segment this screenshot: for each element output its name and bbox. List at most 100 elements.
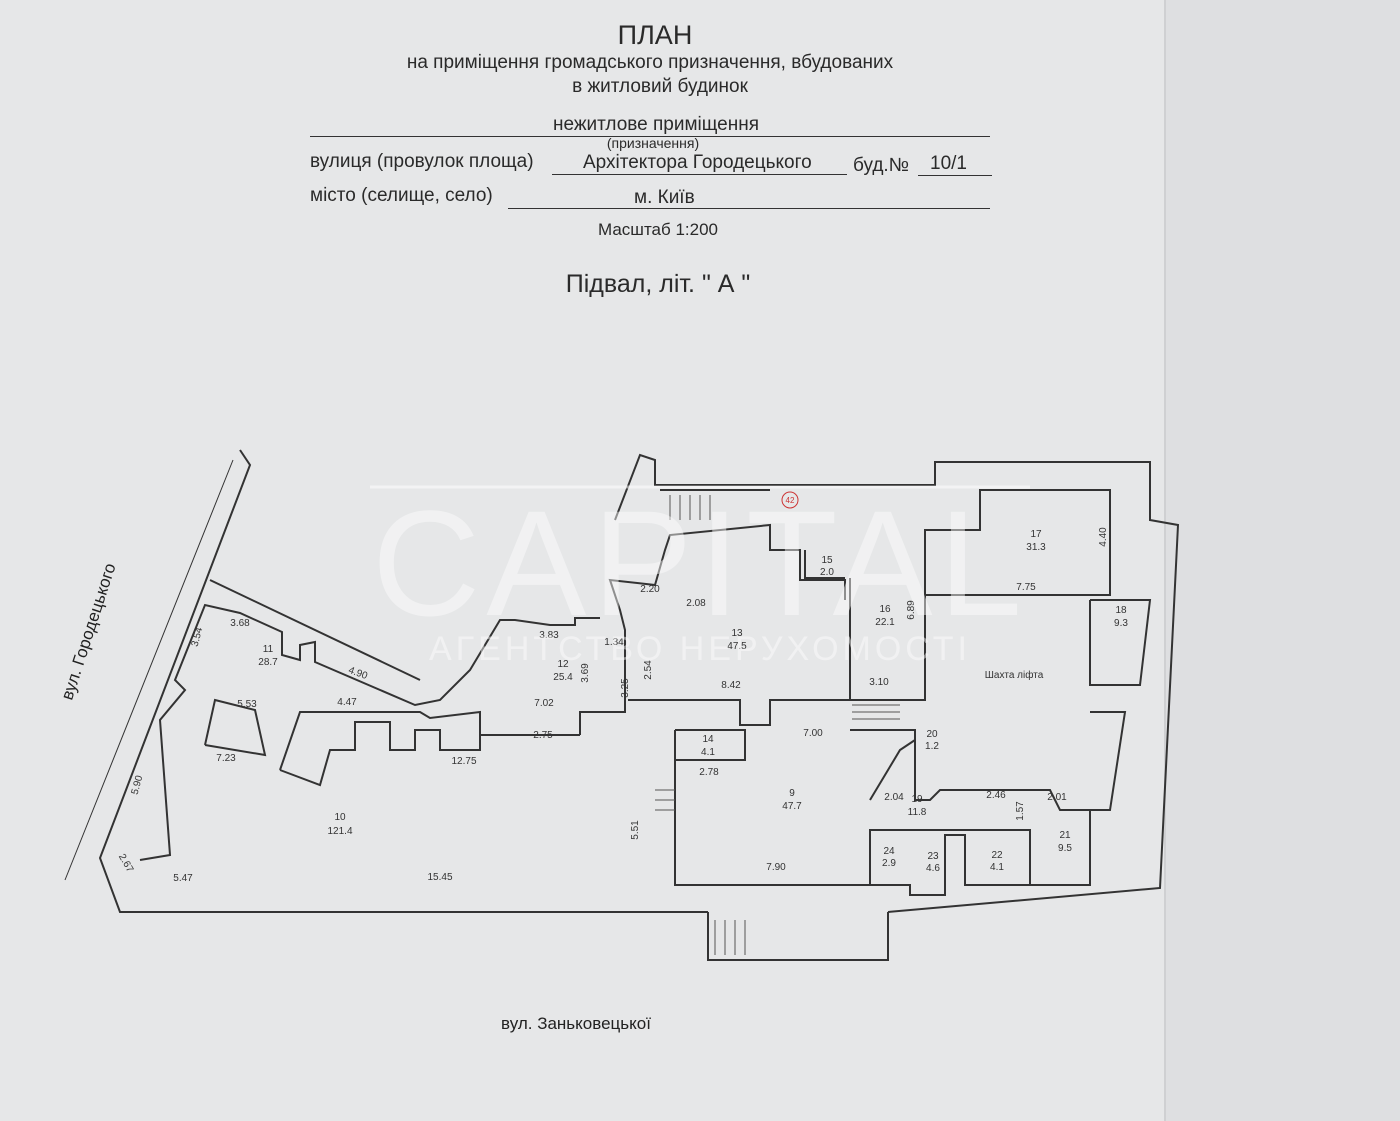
room-16-number: 16	[879, 604, 891, 615]
purpose-value: нежитлове приміщення	[552, 114, 760, 135]
dimension-label: 7.75	[1016, 582, 1036, 593]
city-label: місто (селище, село)	[310, 185, 493, 206]
city-underline	[508, 208, 990, 209]
dimension-label: 4.40	[1098, 527, 1109, 547]
street-label: вулиця (провулок площа)	[310, 151, 534, 172]
stair-treads	[655, 495, 900, 955]
dimension-label: 3.83	[539, 630, 559, 641]
room-15-walls	[804, 550, 845, 579]
dimension-label: 2.46	[986, 790, 1006, 801]
dimension-label: 5.53	[237, 699, 257, 710]
marker-circle	[781, 491, 799, 509]
column-block	[204, 698, 267, 757]
dimension-label: 2.75	[533, 730, 553, 741]
plan-title: ПЛАН	[617, 20, 693, 50]
plan-subtitle-1: на приміщення громадського призначення, …	[406, 52, 894, 73]
room-18-walls	[1089, 599, 1152, 686]
room-23-area: 4.6	[926, 863, 940, 874]
room-11-walls	[139, 603, 600, 861]
room-20-number: 20	[926, 729, 938, 740]
corridor-wall	[209, 579, 421, 681]
room-17-area: 31.3	[1026, 542, 1046, 553]
dimension-label: 3.68	[230, 618, 250, 629]
room-12-13-walls	[579, 523, 846, 735]
building-underline	[918, 175, 992, 176]
paper-fold-strip	[1165, 0, 1400, 1121]
room-16-area: 22.1	[875, 617, 895, 628]
room-11-number: 11	[263, 644, 274, 655]
room-15-area: 2.0	[820, 567, 834, 578]
room-12-number: 12	[557, 659, 569, 670]
marker-number: 42	[786, 496, 795, 505]
purpose-underline	[310, 136, 990, 137]
room-10-number: 10	[334, 812, 346, 823]
shaft-wall	[1090, 711, 1127, 811]
room-23-number: 23	[927, 851, 939, 862]
outer-wall-west	[98, 449, 708, 913]
dimension-label: 5.47	[173, 873, 193, 884]
street-line-west	[64, 459, 234, 881]
room-19-area: 11.8	[908, 807, 927, 818]
room-9-number: 9	[789, 788, 795, 799]
outer-wall-north-east	[614, 453, 1180, 913]
street-value: Архітектора Городецького	[583, 152, 812, 173]
dimension-label: 8.42	[721, 680, 741, 691]
room-24-number: 24	[883, 846, 895, 857]
room-21-number: 21	[1059, 830, 1071, 841]
room-24-area: 2.9	[882, 858, 896, 869]
dimension-label: 3.54	[190, 626, 206, 648]
dimension-label: 1.34	[604, 637, 624, 648]
dimension-label: 4.47	[337, 697, 357, 708]
room-17-walls	[850, 489, 1111, 701]
dimension-label: 5.90	[130, 774, 146, 796]
city-value: м. Київ	[634, 187, 695, 208]
dimension-label: 5.51	[630, 820, 641, 840]
room-labels: 9 47.7 10 121.4 11 28.7 12 25.4 13 47.5 14 4.1…	[258, 529, 1128, 874]
room-18-area: 9.3	[1114, 618, 1128, 629]
dimension-label: 15.45	[427, 872, 452, 883]
paper-fold	[1164, 0, 1166, 1121]
room-13-area: 47.5	[727, 641, 747, 652]
room-10-niches	[279, 721, 481, 787]
room-13-number: 13	[731, 628, 743, 639]
dimension-label: 7.23	[216, 753, 236, 764]
room-17-number: 17	[1030, 529, 1042, 540]
room-14-area: 4.1	[701, 747, 715, 758]
room-15-number: 15	[821, 555, 833, 566]
floor-title: Підвал, літ. " А "	[565, 270, 751, 298]
svg-text:CAPITAL: CAPITAL	[372, 479, 1028, 647]
dimension-label: 2.01	[1047, 792, 1067, 803]
room-10-area: 121.4	[327, 826, 352, 837]
street-underline	[552, 174, 847, 175]
dimension-labels: 3.68 3.54 4.90 5.53 4.47 7.23 5.90 12.75…	[116, 527, 1109, 884]
entrance-stairs	[707, 912, 889, 961]
room-20-area: 1.2	[925, 741, 939, 752]
dimension-label: 6.89	[906, 600, 917, 620]
scale-text: Масштаб 1:200	[598, 220, 718, 239]
building-value: 10/1	[930, 153, 967, 174]
dimension-label: 3.10	[869, 677, 889, 688]
walls	[64, 449, 1180, 961]
dimension-label: 2.67	[116, 852, 135, 875]
room-19-number: 19	[911, 794, 923, 805]
building-label: буд.№	[853, 155, 910, 176]
room-12-area: 25.4	[553, 672, 573, 683]
wc-walls	[869, 834, 1030, 896]
dimension-label: 2.78	[699, 767, 719, 778]
room-21-area: 9.5	[1058, 843, 1072, 854]
room-14-number: 14	[702, 734, 714, 745]
dimension-label: 3.69	[580, 663, 591, 683]
dimension-label: 2.54	[643, 660, 654, 680]
room-18-number: 18	[1115, 605, 1127, 616]
room-11-area: 28.7	[258, 657, 278, 668]
room-20-diagonal	[869, 739, 916, 801]
dimension-label: 7.00	[803, 728, 823, 739]
dimension-label: 3.25	[620, 678, 631, 698]
watermark-logo: CAPITAL АГЕНТСТВО НЕРУХОМОСТІ	[370, 479, 1030, 668]
street-label-west: вул. Городецького	[58, 561, 120, 702]
dimension-label: 1.57	[1015, 801, 1026, 821]
room-9-area: 47.7	[782, 801, 802, 812]
dimension-label: 7.02	[534, 698, 554, 709]
dimension-label: 7.90	[766, 862, 786, 873]
